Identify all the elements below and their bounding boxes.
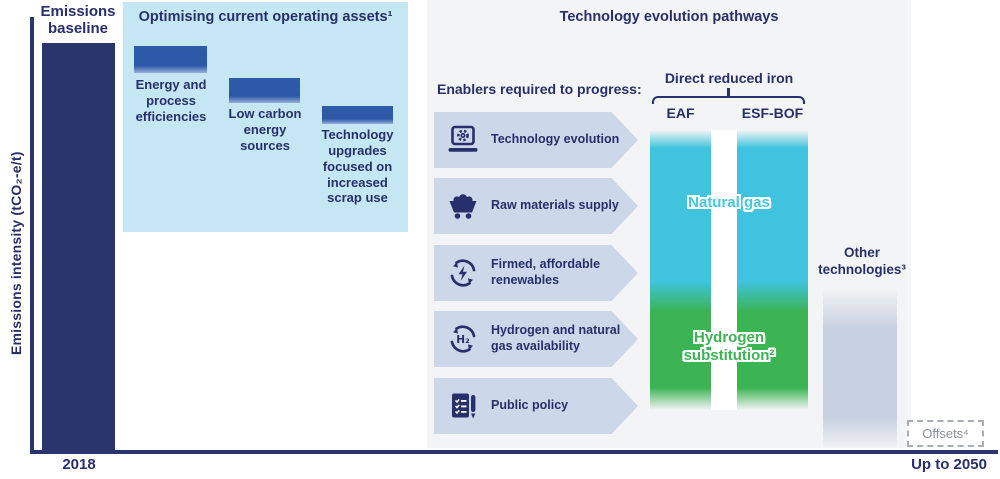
column-gap [711,130,737,410]
enabler-label: Technology evolution [491,132,620,147]
hydrogen-substitution-segment-label: Hydrogen substitution² [683,329,775,364]
enabler-hydrogen-gas-availability: H₂ Hydrogen and natural gas availability [434,311,638,367]
y-axis-line [30,17,34,453]
offsets-box: Offsets⁴ [907,420,984,447]
policy-checklist-icon [445,391,481,421]
mine-cart-icon [445,192,481,220]
x-axis-line [30,450,998,454]
enabler-label: Raw materials supply [491,198,619,213]
svg-text:H₂: H₂ [456,334,470,346]
optimising-panel-title: Optimising current operating assets¹ [138,9,393,25]
eaf-column-label: EAF [666,105,695,121]
x-axis-label-end: Up to 2050 [911,456,987,473]
dri-group-label: Direct reduced iron [664,70,794,86]
dri-bracket-tick [727,88,730,97]
renewables-cycle-icon [445,257,481,289]
x-axis-label-start: 2018 [62,456,96,473]
esf-bof-column-label: ESF-BOF [741,105,804,121]
enabler-firmed-renewables: Firmed, affordable renewables [434,245,638,301]
pathways-panel-title: Technology evolution pathways [559,9,779,25]
enabler-label: Public policy [491,398,569,413]
emissions-baseline-bar [42,43,115,450]
step-label-energy-efficiencies: Energy and process efficiencies [135,77,207,124]
step-bar-low-carbon-energy [229,78,300,103]
eaf-column [650,130,711,410]
dri-bracket [652,96,805,104]
enabler-public-policy: Public policy [434,378,638,434]
enabler-label: Hydrogen and natural gas availability [491,323,621,353]
hydrogen-cycle-icon: H₂ [445,323,481,355]
other-technologies-bar [823,288,897,448]
enablers-heading: Enablers required to progress: [437,81,642,97]
y-axis-label: Emissions intensity (tCO₂-e/t) [8,151,24,355]
esf-bof-column [737,130,808,410]
step-bar-energy-efficiencies [134,46,207,73]
enabler-technology-evolution: Technology evolution [434,112,638,168]
enabler-label: Firmed, affordable renewables [491,257,601,287]
step-bar-technology-upgrades [322,106,393,124]
other-technologies-label: Other technologies³ [818,245,906,277]
natural-gas-segment-label: Natural gas [688,194,770,211]
emissions-baseline-label: Emissions baseline [40,3,116,38]
step-label-technology-upgrades: Technology upgrades focused on increased… [321,127,394,206]
offsets-label: Offsets⁴ [922,426,969,441]
laptop-gear-icon [445,125,481,155]
enabler-raw-materials-supply: Raw materials supply [434,178,638,234]
step-label-low-carbon-energy: Low carbon energy sources [228,106,302,153]
